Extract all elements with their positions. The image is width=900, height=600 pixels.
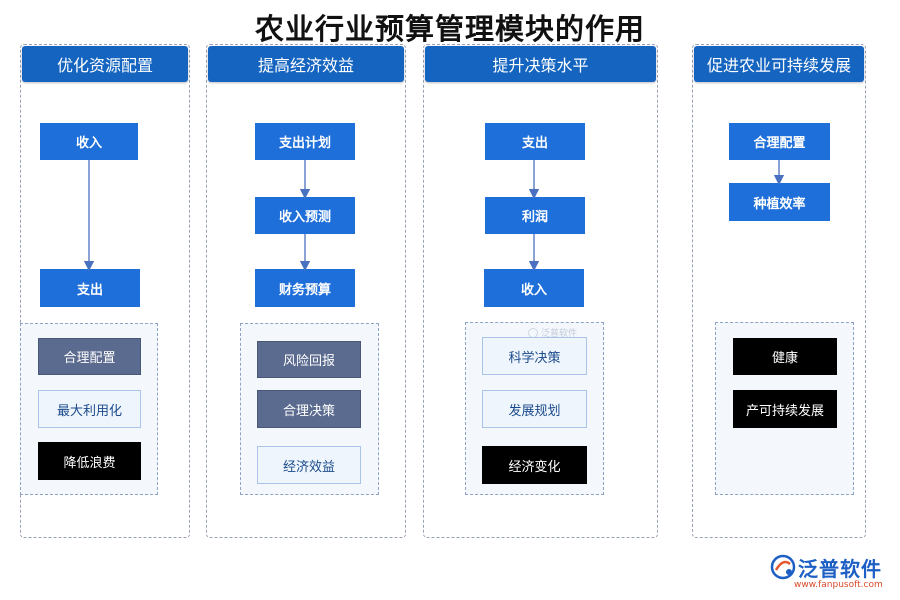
column-header-decision: 提升决策水平 (425, 46, 656, 82)
brand-name: 泛普软件 (798, 557, 882, 581)
node-planting-efficiency: 种植效率 (729, 183, 830, 221)
node-expense: 支出 (40, 269, 140, 307)
node-profit: 利润 (485, 197, 585, 234)
item-economic-benefit: 经济效益 (257, 446, 361, 484)
column-header-sustainable: 促进农业可持续发展 (694, 46, 864, 82)
node-expense-plan: 支出计划 (255, 123, 355, 160)
item-risk-return: 风险回报 (257, 341, 361, 378)
item-scientific-decision: 科学决策 (482, 337, 587, 375)
node-financial-budget: 财务预算 (255, 269, 355, 307)
node-allocation: 合理配置 (729, 123, 830, 160)
node-expense-2: 支出 (485, 123, 585, 160)
brand-url: www.fanpusoft.com (794, 580, 883, 590)
watermark-logo-icon (528, 327, 538, 338)
diagram-title: 农业行业预算管理模块的作用 (254, 12, 645, 46)
item-economic-change: 经济变化 (482, 446, 587, 484)
column-header-efficiency: 提高经济效益 (208, 46, 404, 82)
column-header-resource: 优化资源配置 (22, 46, 188, 82)
watermark-text: 泛普软件 (541, 329, 578, 339)
item-max-utilization: 最大利用化 (38, 390, 141, 428)
item-health: 健康 (733, 338, 837, 375)
item-reasonable-decision: 合理决策 (257, 390, 361, 428)
brand-logo: 泛普软件 www.fanpusoft.com (770, 552, 892, 592)
node-income-2: 收入 (484, 269, 584, 307)
item-reduce-waste: 降低浪费 (38, 442, 141, 480)
node-income: 收入 (40, 123, 138, 160)
node-income-forecast: 收入预测 (255, 197, 355, 234)
item-development-plan: 发展规划 (482, 390, 587, 428)
brand-logo-icon (770, 554, 796, 580)
item-reasonable-allocation: 合理配置 (38, 338, 141, 375)
item-sustainable-production: 产可持续发展 (733, 390, 837, 428)
